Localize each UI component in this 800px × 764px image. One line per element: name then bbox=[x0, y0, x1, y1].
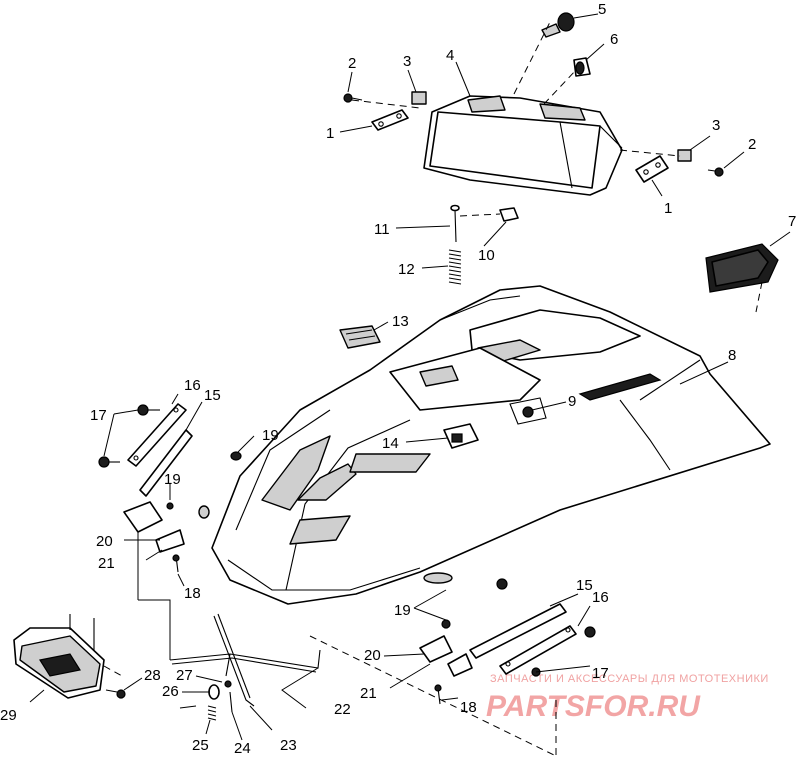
clip-nut-left bbox=[411, 91, 427, 105]
bolt-right bbox=[434, 684, 442, 705]
callout-22: 22 bbox=[334, 701, 351, 718]
trim-piece bbox=[705, 243, 779, 293]
hinge-link-right bbox=[499, 625, 577, 675]
callout-16-left: 16 bbox=[184, 377, 201, 394]
hood-fastener-center bbox=[443, 423, 479, 449]
callout-17-right: 17 bbox=[592, 665, 609, 682]
screw-left bbox=[343, 93, 363, 103]
bulb bbox=[541, 12, 575, 38]
callout-19-top: 19 bbox=[262, 427, 279, 444]
callout-23: 23 bbox=[280, 737, 297, 754]
callout-1-left: 1 bbox=[326, 125, 334, 142]
spring-small bbox=[179, 705, 217, 721]
hinge-strap-right bbox=[469, 603, 567, 659]
callout-17-left: 17 bbox=[90, 407, 107, 424]
callout-8: 8 bbox=[728, 347, 736, 364]
callout-14: 14 bbox=[382, 435, 399, 452]
rod-clip bbox=[208, 680, 232, 700]
callout-7: 7 bbox=[788, 213, 796, 230]
callout-12: 12 bbox=[398, 261, 415, 278]
callout-25: 25 bbox=[192, 737, 209, 754]
hood bbox=[211, 285, 771, 605]
callout-10: 10 bbox=[478, 247, 495, 264]
pin bbox=[229, 691, 233, 713]
callout-20-left: 20 bbox=[96, 533, 113, 550]
callout-18-right: 18 bbox=[460, 699, 477, 716]
callout-11: 11 bbox=[374, 221, 390, 238]
callout-2-left: 2 bbox=[348, 55, 356, 72]
watermark: ЗАПЧАСТИ И АКСЕССУАРЫ ДЛЯ МОТОТЕХНИКИ PA… bbox=[486, 673, 769, 723]
watermark-caption: ЗАПЧАСТИ И АКСЕССУАРЫ ДЛЯ МОТОТЕХНИКИ bbox=[490, 673, 769, 685]
nut-right bbox=[441, 578, 508, 629]
callout-18-left: 18 bbox=[184, 585, 201, 602]
callout-20-right: 20 bbox=[364, 647, 381, 664]
callout-28: 28 bbox=[144, 667, 161, 684]
callout-19-right: 19 bbox=[394, 602, 411, 619]
callout-2-right: 2 bbox=[748, 136, 756, 153]
assembly-lines bbox=[103, 21, 763, 757]
support-rod bbox=[169, 613, 321, 707]
headlight-housing bbox=[423, 95, 623, 196]
screw-right bbox=[707, 167, 724, 177]
callout-29: 29 bbox=[0, 707, 17, 724]
adjuster-screw bbox=[450, 204, 460, 243]
callout-16-right: 16 bbox=[592, 589, 609, 606]
hood-fastener-right bbox=[509, 397, 547, 425]
headlight-bracket-left bbox=[371, 109, 409, 131]
callout-3-left: 3 bbox=[403, 53, 411, 70]
bracket-right bbox=[419, 635, 473, 677]
callout-21-left: 21 bbox=[98, 555, 115, 572]
callout-4: 4 bbox=[446, 47, 454, 64]
spring bbox=[448, 249, 462, 285]
callout-1-right: 1 bbox=[664, 200, 672, 217]
hinge-link-left bbox=[139, 429, 193, 497]
headlight-bracket-right bbox=[635, 155, 669, 183]
nut-left bbox=[166, 451, 242, 519]
callout-27: 27 bbox=[176, 667, 193, 684]
watermark-brand: PARTSFOR.RU bbox=[486, 690, 701, 723]
clip-nut-right bbox=[677, 149, 692, 162]
bulb-socket bbox=[573, 57, 591, 77]
bolt-left bbox=[172, 554, 180, 573]
callout-13: 13 bbox=[392, 313, 409, 330]
bracket-left bbox=[123, 501, 185, 553]
hinge-bolt-left-top bbox=[137, 404, 160, 416]
callout-6: 6 bbox=[610, 31, 618, 48]
foam-pad bbox=[339, 325, 381, 349]
callout-19-left: 19 bbox=[164, 471, 181, 488]
callout-24: 24 bbox=[234, 740, 251, 757]
hinge-strap-left bbox=[127, 403, 187, 467]
front-bezel bbox=[13, 614, 105, 699]
leader-lines bbox=[29, 13, 791, 741]
callout-15-right: 15 bbox=[576, 577, 593, 594]
hinge-bolt-left-bottom bbox=[98, 456, 120, 468]
bezel-screw bbox=[105, 689, 126, 699]
callout-15-left: 15 bbox=[204, 387, 221, 404]
callout-3-right: 3 bbox=[712, 117, 720, 134]
callout-21-right: 21 bbox=[360, 685, 377, 702]
callout-9: 9 bbox=[568, 393, 576, 410]
callout-5: 5 bbox=[598, 1, 606, 18]
adjuster-nut bbox=[499, 207, 519, 222]
callout-26: 26 bbox=[162, 683, 179, 700]
